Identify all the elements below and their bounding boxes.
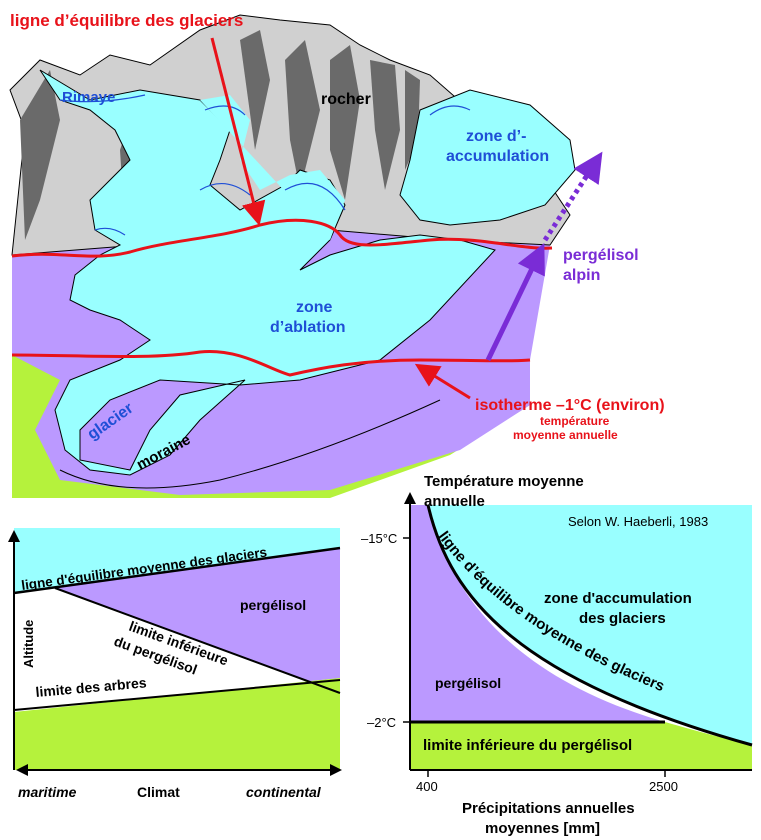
glacier-ice xyxy=(39,69,496,476)
tick-label-x2: 2500 xyxy=(649,779,678,794)
altitude-label: Altitude xyxy=(21,620,36,668)
rimaye-label: Rimaye xyxy=(62,89,115,106)
accumulation-label-1: zone d’- xyxy=(466,128,526,145)
dark-rock xyxy=(20,30,420,240)
tick-label-y2: –2°C xyxy=(367,715,396,730)
permafrost-alpine-1: pergélisol xyxy=(563,247,639,264)
temp-label-2: moyenne annuelle xyxy=(513,428,618,442)
isotherm-line xyxy=(11,350,531,377)
precip-axis-title-1: Précipitations annuelles xyxy=(462,800,635,817)
accum-zone-label-2: des glaciers xyxy=(579,610,666,627)
temp-axis-title-2: annuelle xyxy=(424,493,485,510)
temp-axis-title-1: Température moyenne xyxy=(424,473,584,490)
right-permafrost-label: pergélisol xyxy=(435,675,501,691)
maritime-label: maritime xyxy=(18,784,77,800)
right-equilibrium-curve xyxy=(426,504,753,747)
precipitation-temperature-chart: Température moyenne annuelle Selon W. Ha… xyxy=(361,473,753,837)
source-label: Selon W. Haeberli, 1983 xyxy=(568,514,708,529)
left-permafrost-limit-line xyxy=(54,587,341,694)
permafrost-arrow-solid xyxy=(485,242,545,362)
accumulation-label-2: accumulation xyxy=(446,148,549,165)
tick-label-x1: 400 xyxy=(416,779,438,794)
climate-altitude-chart: ligne d'équilibre moyenne des glaciers p… xyxy=(7,528,342,800)
ablation-label-1: zone xyxy=(296,299,333,316)
equilibrium-line xyxy=(11,218,553,258)
glacier-landscape: ligne d’équilibre des glaciers Rimaye ro… xyxy=(9,11,665,498)
right-ice-region xyxy=(428,505,752,745)
left-permafrost-label: pergélisol xyxy=(240,597,306,613)
ice-upper-right xyxy=(399,89,576,226)
right-permafrost-region xyxy=(410,505,665,722)
climat-label: Climat xyxy=(137,784,180,800)
rocher-label: rocher xyxy=(321,91,371,108)
tick-label-y1: –15°C xyxy=(361,531,397,546)
left-ice-region xyxy=(14,528,340,592)
isotherm-label: isotherme –1°C (environ) xyxy=(475,397,665,414)
right-green-region xyxy=(410,722,752,770)
crevasses xyxy=(59,94,471,236)
precip-axis-title-2: moyennes [mm] xyxy=(485,820,600,837)
left-permafrost-region xyxy=(55,548,340,693)
equilibrium-arrow xyxy=(210,37,266,226)
left-green-region xyxy=(14,678,340,770)
temp-label-1: température xyxy=(540,414,610,428)
moraine-edge xyxy=(59,399,441,489)
continental-label: continental xyxy=(246,784,322,800)
left-equilibrium-line xyxy=(13,546,341,595)
right-limit-label: limite inférieure du pergélisol xyxy=(423,737,632,754)
accum-zone-label-1: zone d'accumulation xyxy=(544,590,692,607)
permafrost-alpine-2: alpin xyxy=(563,267,600,284)
left-white-region xyxy=(14,588,340,712)
ablation-label-2: d’ablation xyxy=(270,319,346,336)
equilibrium-title: ligne d’équilibre des glaciers xyxy=(10,11,243,30)
left-treeline xyxy=(13,679,341,711)
isotherm-arrow xyxy=(414,363,471,400)
